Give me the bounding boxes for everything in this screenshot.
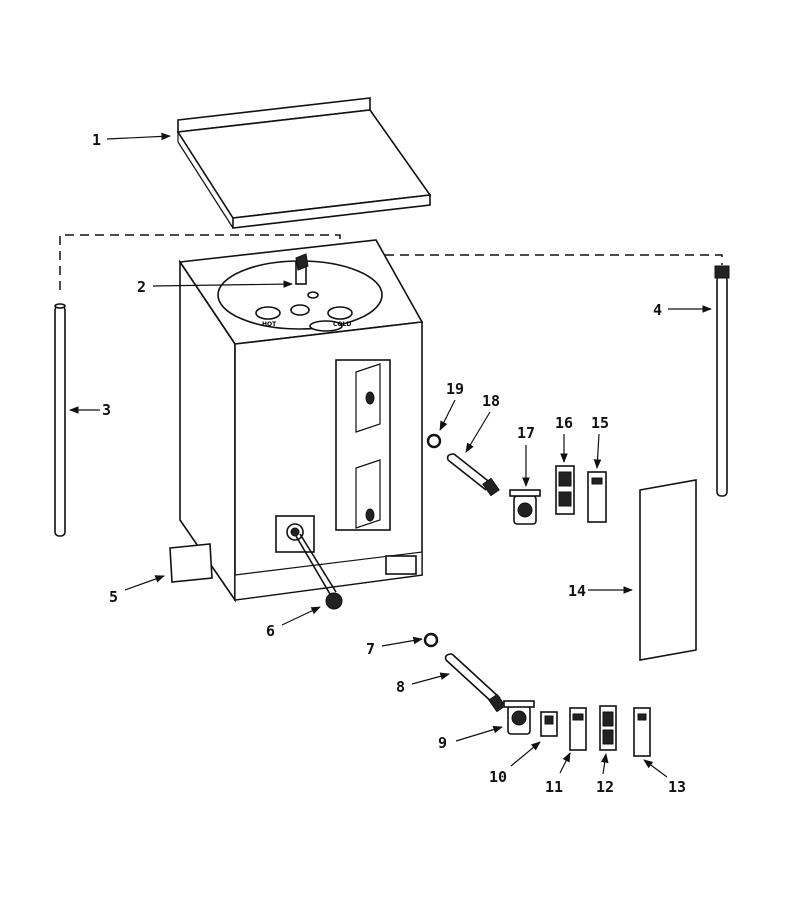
part-drain-valve <box>295 533 343 610</box>
part-upper-thermostat <box>509 489 541 525</box>
callout-16: 16 <box>555 414 573 432</box>
part-bracket-upper <box>587 471 607 523</box>
callout-6: 6 <box>266 622 275 640</box>
callout-13: 13 <box>668 778 686 796</box>
part-foot-cover <box>169 543 213 583</box>
callout-11: 11 <box>545 778 563 796</box>
part-anode-rod-left <box>54 303 66 537</box>
part-switch-lower <box>599 705 617 751</box>
callout-12: 12 <box>596 778 614 796</box>
hot-port <box>255 306 281 320</box>
callout-7: 7 <box>366 640 375 658</box>
callout-15: 15 <box>591 414 609 432</box>
callout-14: 14 <box>568 582 586 600</box>
callout-5: 5 <box>109 588 118 606</box>
callout-labels: 1 2 3 4 5 6 7 8 9 10 11 12 13 14 15 16 1… <box>92 131 686 796</box>
part-lower-element <box>444 653 506 713</box>
callout-1: 1 <box>92 131 101 149</box>
part-panel-cover <box>639 479 697 661</box>
cold-label: COLD <box>333 321 351 328</box>
part-switch-upper <box>555 465 575 515</box>
part-anode-rod-right <box>714 265 730 497</box>
part-bracket-lower <box>569 707 587 751</box>
callout-arrows <box>69 132 712 778</box>
callout-3: 3 <box>102 401 111 419</box>
callout-17: 17 <box>517 424 535 442</box>
hot-label: HOT <box>262 321 277 328</box>
part-upper-element <box>446 453 500 497</box>
part-terminal-block-lower <box>540 711 558 737</box>
part-gasket-lower <box>423 632 439 648</box>
part-lower-thermostat <box>503 700 535 735</box>
callout-2: 2 <box>137 278 146 296</box>
part-top-cover <box>176 97 432 229</box>
callout-8: 8 <box>396 678 405 696</box>
cold-port <box>327 306 353 320</box>
cabinet-body: HOT COLD <box>178 239 424 603</box>
part-gasket-upper <box>426 433 442 449</box>
callout-10: 10 <box>489 768 507 786</box>
part-inlet-fitting <box>295 253 319 299</box>
callout-4: 4 <box>653 301 662 319</box>
callout-9: 9 <box>438 734 447 752</box>
part-bracket-lower-right <box>633 707 651 757</box>
callout-18: 18 <box>482 392 500 410</box>
callout-19: 19 <box>446 380 464 398</box>
